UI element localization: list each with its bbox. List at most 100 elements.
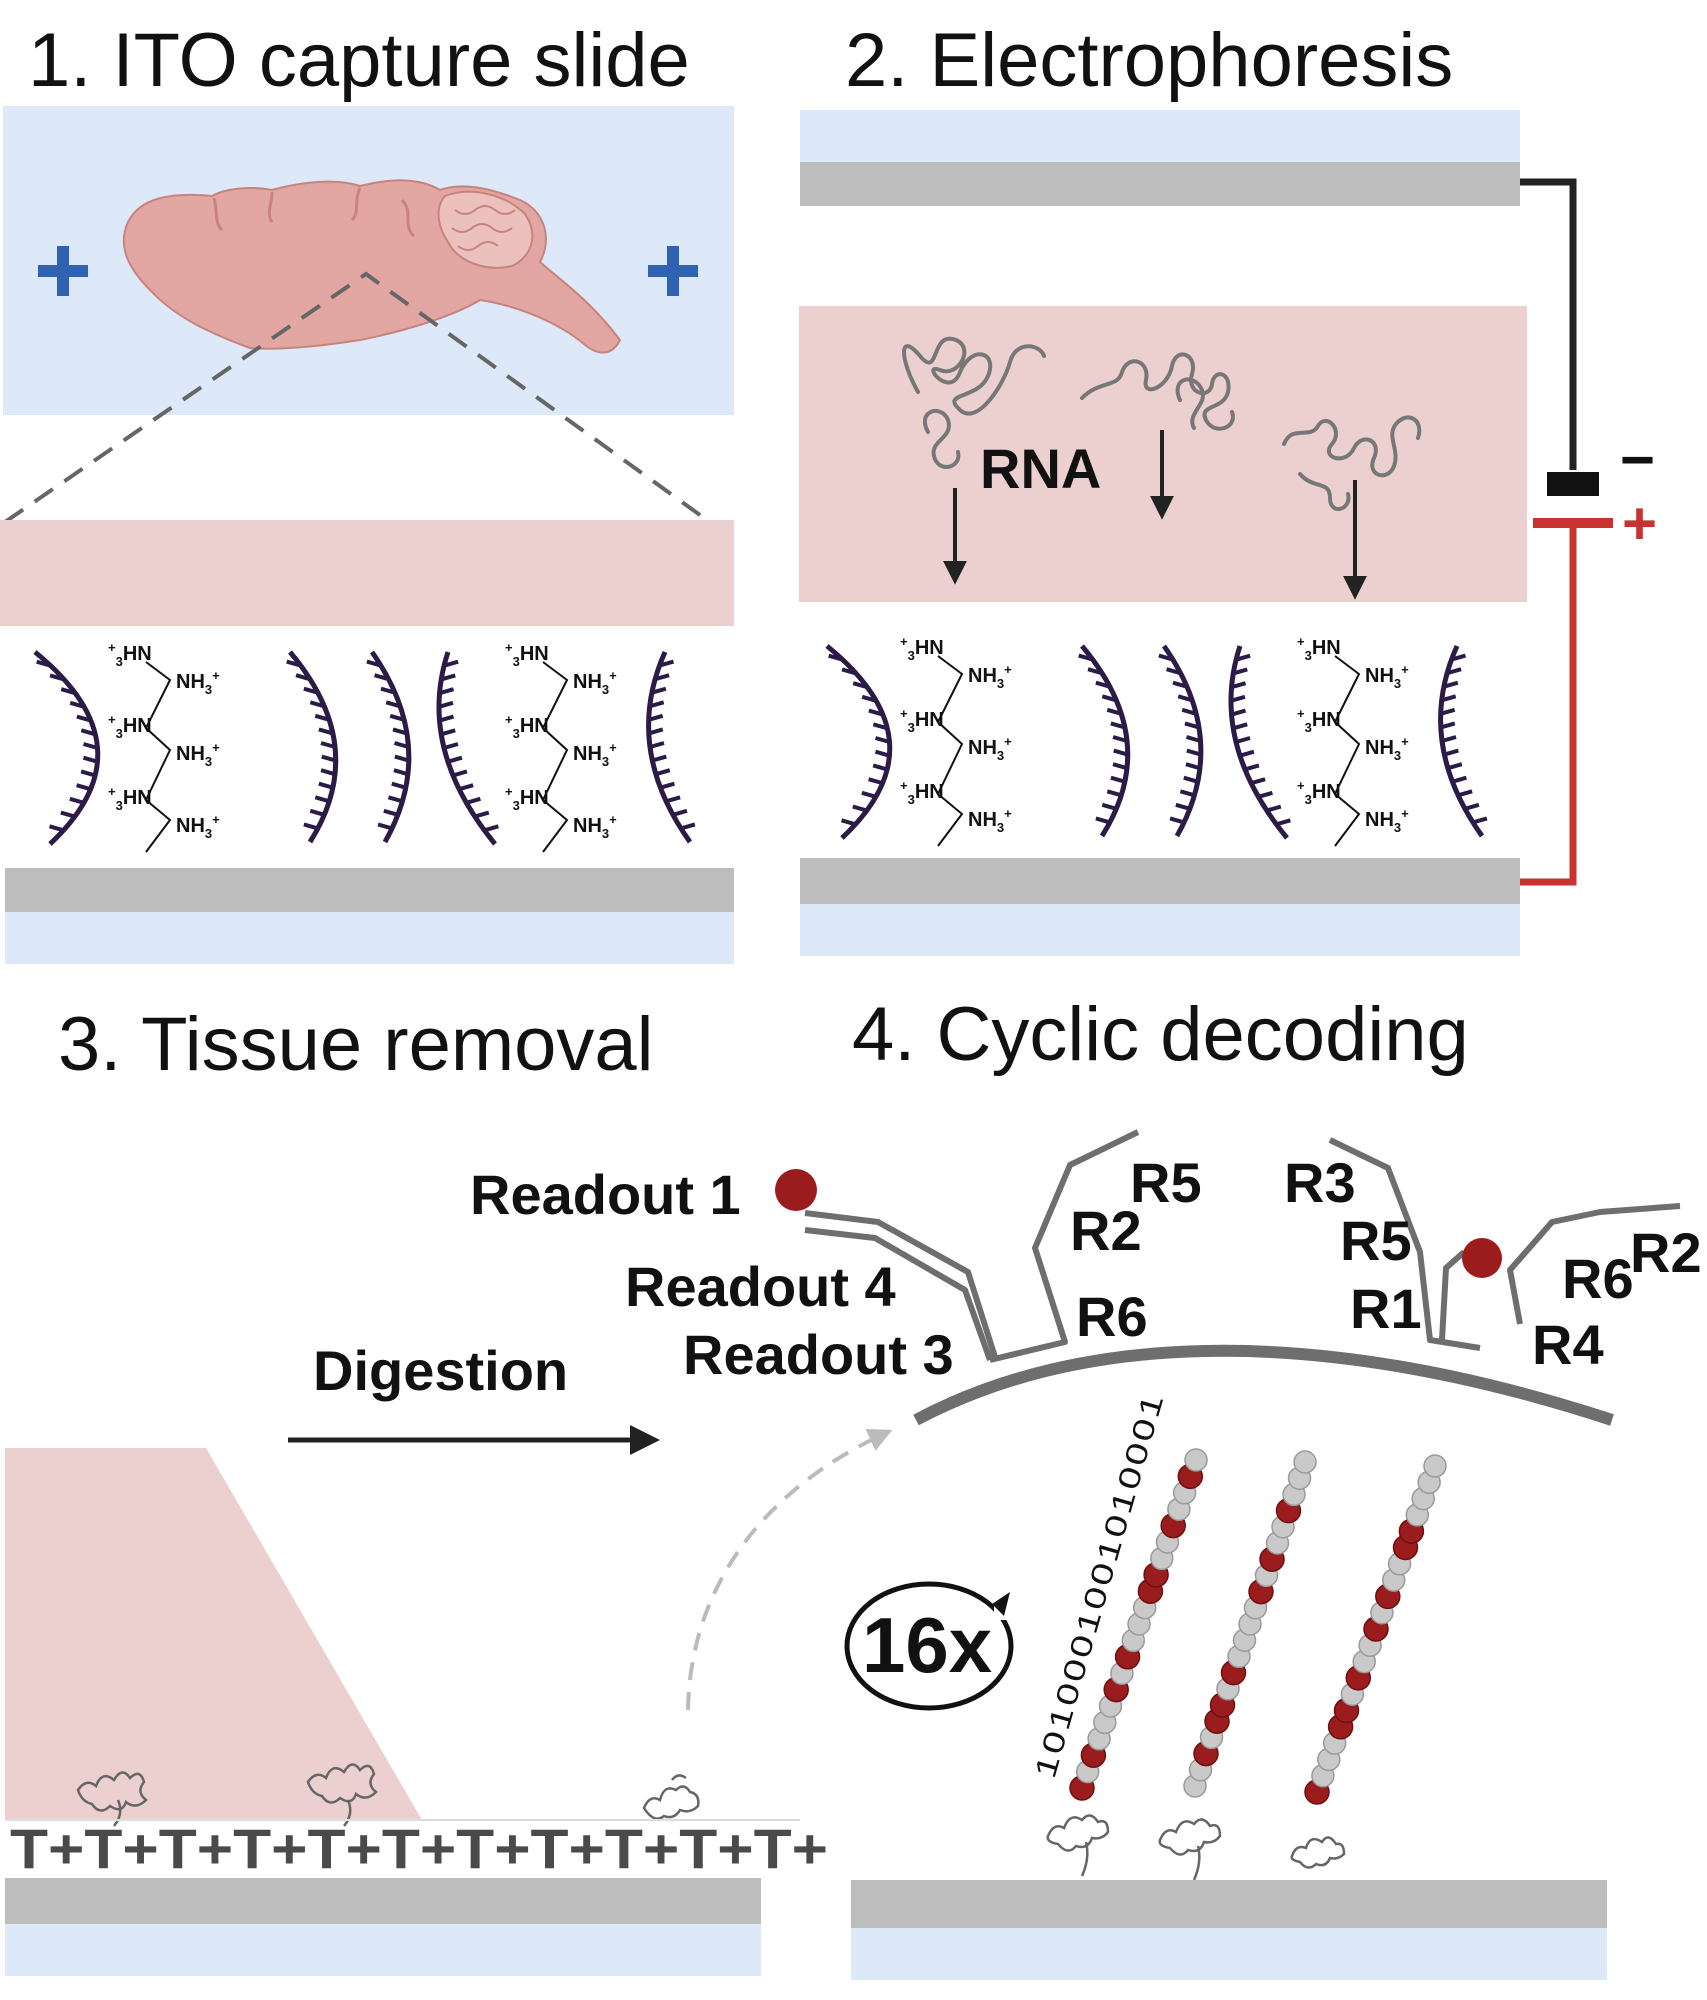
amine-label-left: +3HN xyxy=(1297,706,1341,735)
gray-bead xyxy=(1423,1454,1447,1478)
r-label: R2 xyxy=(1630,1221,1702,1284)
probe-tooth xyxy=(60,687,76,696)
probe-tooth xyxy=(1110,775,1126,784)
amine-label-right: NH3+ xyxy=(968,662,1012,691)
probe-tooth xyxy=(1446,667,1462,676)
probe-tooth xyxy=(1443,680,1459,689)
probe-tooth xyxy=(320,768,336,777)
probe-tooth xyxy=(393,768,409,777)
r-label: R4 xyxy=(1532,1313,1604,1376)
probe-tooth xyxy=(295,673,311,682)
battery-negative-plate xyxy=(1547,472,1599,496)
probe-tooth xyxy=(1266,804,1282,813)
probe-tooth xyxy=(303,686,319,695)
probe-tooth xyxy=(1250,777,1266,786)
zoom-lines xyxy=(3,271,720,530)
probe-tooth xyxy=(852,681,868,690)
ito-electrode xyxy=(5,1878,761,1924)
probe-tooth xyxy=(366,659,382,668)
probe-tooth xyxy=(861,790,877,799)
probe-tooth xyxy=(665,795,681,804)
amine-chain xyxy=(1333,655,1361,847)
probe-tooth xyxy=(440,673,456,682)
probe-tooth xyxy=(1175,802,1191,811)
bottom-slide xyxy=(800,904,1520,956)
probe-tooth xyxy=(1441,694,1457,703)
probe-tooth xyxy=(654,673,670,682)
probe-tooth xyxy=(1106,707,1122,716)
capture-probes-layer: +3HNNH3++3HNNH3++3HNNH3++3HNNH3++3HNNH3+… xyxy=(825,634,1488,847)
amine-label-left: +3HN xyxy=(505,784,549,813)
ito-electrode xyxy=(851,1880,1607,1928)
probe-tooth xyxy=(672,808,688,817)
probe-tooth xyxy=(874,749,890,758)
probe-tooth xyxy=(861,694,877,703)
panel-4: Readout 1 Readout 4 Readout 3 R5 R2 R6 R… xyxy=(470,1129,1702,1980)
probe-tooth xyxy=(1179,789,1195,798)
imaging-frame-arc xyxy=(913,1344,1614,1426)
amine-label-left: +3HN xyxy=(108,712,152,741)
probe-tooth xyxy=(874,736,891,744)
probe-tooth xyxy=(82,755,98,764)
probe-tooth xyxy=(69,796,85,805)
probe-tooth xyxy=(36,659,52,668)
probe-tooth xyxy=(1232,722,1248,731)
probe-tooth xyxy=(1177,694,1193,703)
probe-tooth xyxy=(49,673,65,682)
r-label: R2 xyxy=(1070,1199,1142,1262)
probe-tooth xyxy=(1158,653,1174,662)
r-label: R5 xyxy=(1340,1209,1412,1272)
probe-tooth xyxy=(1275,818,1291,827)
probe-tooth xyxy=(868,777,884,786)
probe-tooth xyxy=(1447,762,1463,771)
probe-tooth xyxy=(1101,694,1117,703)
probe-tooth xyxy=(1095,816,1111,825)
probe-tooth xyxy=(286,659,302,668)
probe-tooth xyxy=(303,822,319,831)
amine-label-left: +3HN xyxy=(900,706,944,735)
panel-3-title: 3. Tissue removal xyxy=(58,1002,654,1087)
probe-tooth xyxy=(76,783,92,792)
amine-chain xyxy=(144,661,172,853)
probe-tooth xyxy=(440,728,456,737)
probe-tooth xyxy=(383,808,399,817)
negative-wire xyxy=(1520,178,1577,470)
amine-label-right: NH3+ xyxy=(1365,806,1409,835)
probe-tooth xyxy=(452,769,468,778)
amine-label-right: NH3+ xyxy=(1365,662,1409,691)
probe-tooth xyxy=(1185,762,1201,771)
amine-label-left: +3HN xyxy=(108,784,152,813)
probe-tooth xyxy=(394,754,410,763)
probe-tooth xyxy=(659,781,675,790)
probe-tooth xyxy=(1181,707,1197,716)
positive-wire xyxy=(1520,528,1577,886)
amine-chain xyxy=(541,661,569,853)
readout-probes xyxy=(804,1129,1681,1363)
r-label: R5 xyxy=(1130,1151,1202,1214)
bead-chains xyxy=(1069,1448,1447,1805)
probe-tooth xyxy=(648,713,664,722)
amine-label-left: +3HN xyxy=(505,712,549,741)
plus-icon-left xyxy=(38,246,88,296)
tissue-layer xyxy=(0,520,734,626)
probe-tooth xyxy=(318,781,334,790)
probe-tooth xyxy=(872,763,888,772)
readout-dye-bead xyxy=(775,1169,817,1211)
panel-1-title: 1. ITO capture slide xyxy=(28,18,690,103)
transfer-arrow xyxy=(686,1429,893,1711)
gray-bead xyxy=(1293,1450,1317,1474)
r-label: R3 xyxy=(1284,1151,1356,1214)
probe-tooth xyxy=(82,742,99,750)
ito-electrode xyxy=(5,868,734,912)
amine-chain xyxy=(936,655,964,847)
probe-tooth xyxy=(69,700,85,709)
captured-rna xyxy=(1046,1814,1346,1881)
probe-tooth xyxy=(1232,667,1248,676)
readout-3-label: Readout 3 xyxy=(683,1323,954,1386)
amine-label-right: NH3+ xyxy=(176,740,220,769)
probe-tooth xyxy=(1184,721,1200,730)
probe-tooth xyxy=(321,754,337,763)
probe-tooth xyxy=(48,824,65,833)
probe-tooth xyxy=(649,741,665,749)
r-label: R6 xyxy=(1076,1285,1148,1348)
